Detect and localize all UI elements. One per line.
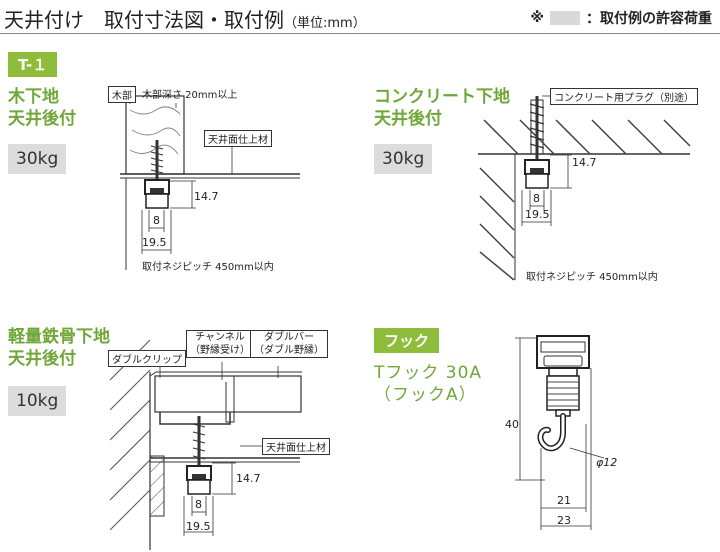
- wall-hatch: [479, 167, 515, 281]
- dim-outer: 19.5: [186, 520, 211, 533]
- dim-outer: 19.5: [142, 236, 167, 249]
- section-title-line: 天井後付: [8, 109, 76, 129]
- label-finish: 天井面仕上材: [262, 438, 330, 455]
- dim-outer: 19.5: [525, 208, 550, 221]
- dim-hook-outer: 23: [557, 514, 571, 527]
- hook-curve-inner: [538, 414, 565, 450]
- legend-text: ：取付例の許容荷重: [586, 11, 712, 27]
- label-pitch: 取付ネジピッチ 450mm以内: [142, 262, 274, 273]
- label-finish: 天井面仕上材: [204, 130, 272, 147]
- dim-hook-diameter: φ12: [596, 456, 618, 469]
- label-wood-depth: 木部深さ 20mm以上: [142, 90, 238, 101]
- ceiling-hatch: [483, 119, 691, 155]
- section-title-line: 木下地: [8, 87, 59, 107]
- double-clip-side: [225, 376, 235, 423]
- label-double-bar-line: ダブルバー: [264, 332, 314, 343]
- hook-wheel-slot: [540, 341, 586, 353]
- dim-inner: 8: [195, 498, 202, 511]
- dim-hook-height: 40: [505, 418, 519, 431]
- section-tag-hook: フック: [374, 328, 440, 353]
- label-pitch: 取付ネジピッチ 450mm以内: [526, 272, 658, 283]
- legend-mark: ※: [530, 10, 544, 26]
- section-title-line: コンクリート下地: [374, 87, 510, 107]
- label-double-bar: ダブルバー （ダブル野縁）: [250, 330, 328, 358]
- label-double-bar-line: （ダブル野縁）: [254, 345, 324, 356]
- dim-height: 14.7: [572, 156, 597, 169]
- legend: ※ ：取付例の許容荷重: [530, 8, 712, 28]
- section-title-wood: 木下地 天井後付: [8, 86, 76, 130]
- load-badge-wood: 30kg: [8, 144, 67, 174]
- rail-slot: [150, 188, 164, 193]
- legend-swatch: [550, 11, 580, 25]
- section-title-line: 軽量鉄骨下地: [8, 327, 110, 347]
- rail-body: [145, 193, 169, 209]
- section-title-line: Tフック 30A: [374, 363, 483, 383]
- label-double-clip: ダブルクリップ: [108, 350, 186, 367]
- concrete-drawing: [478, 95, 691, 281]
- rail-slot: [530, 168, 544, 173]
- unit-label: （単位:mm）: [284, 16, 366, 31]
- load-badge-steel: 10kg: [8, 386, 67, 416]
- title-text: 天井付け 取付寸法図・取付例: [4, 8, 284, 32]
- label-channel-line: チャンネル: [195, 332, 245, 343]
- wood-drawing: [120, 95, 300, 270]
- double-clip: [159, 412, 231, 425]
- rail-body: [187, 479, 211, 495]
- screw-thread: [150, 145, 164, 174]
- hook-carriage-base: [543, 355, 583, 367]
- section-title-line: （フックA）: [374, 385, 477, 405]
- wood-beam: [125, 95, 185, 175]
- channel-top: [149, 371, 302, 377]
- load-badge-concrete: 30kg: [374, 144, 433, 174]
- channel-bar: [154, 375, 302, 413]
- hook-nut: [546, 375, 580, 411]
- page-title: 天井付け 取付寸法図・取付例（単位:mm）: [4, 4, 366, 33]
- section-tag-t1: T-１: [8, 52, 58, 77]
- header-divider: [0, 33, 720, 34]
- section-title-line: 天井後付: [374, 109, 442, 129]
- hook-drawing: [515, 335, 605, 530]
- label-channel-line: （野縁受け）: [190, 345, 250, 356]
- rail-slot: [192, 474, 206, 479]
- steel-drawing: [109, 339, 302, 550]
- dim-inner: 8: [153, 214, 160, 227]
- label-wood: 木部: [108, 86, 136, 103]
- label-plug: コンクリート用プラグ（別途）: [550, 88, 698, 105]
- screw-thread: [192, 423, 206, 460]
- concrete-plug: [530, 99, 544, 155]
- leader: [569, 447, 605, 459]
- section-title-hook: Tフック 30A （フックA）: [374, 362, 482, 406]
- plug-ribs: [529, 103, 545, 149]
- dim-inner: 8: [533, 192, 540, 205]
- label-channel: チャンネル （野縁受け）: [186, 330, 254, 358]
- rail-body: [525, 173, 549, 189]
- section-title-concrete: コンクリート下地 天井後付: [374, 86, 510, 130]
- section-title-line: 天井後付: [8, 349, 76, 369]
- hook-nut-knurl: [547, 381, 579, 407]
- wall-hatch: [109, 339, 151, 531]
- dim-height: 14.7: [236, 472, 261, 485]
- section-title-steel: 軽量鉄骨下地 天井後付: [8, 326, 110, 370]
- dim-height: 14.7: [194, 190, 219, 203]
- hook-stem-top: [548, 368, 578, 377]
- wall-stud: [149, 455, 165, 517]
- dim-hook-inner: 21: [557, 494, 571, 507]
